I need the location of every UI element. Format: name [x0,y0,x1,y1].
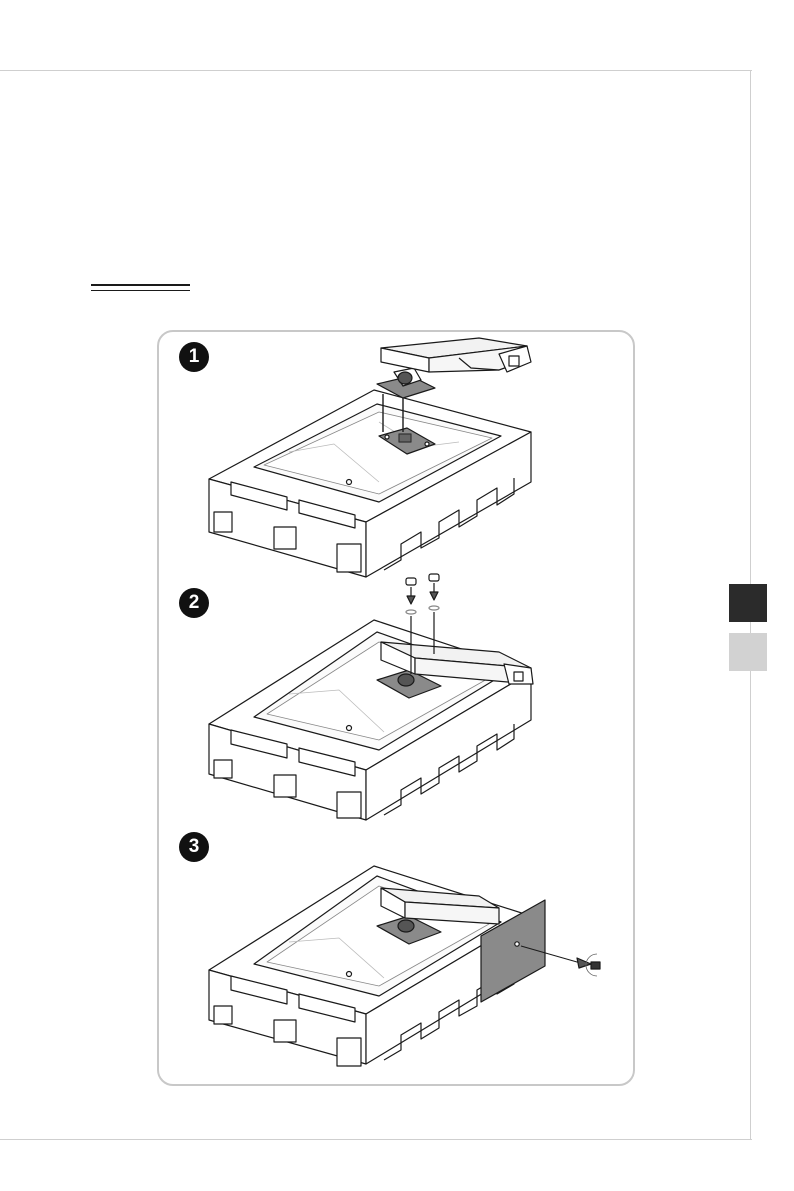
section-heading-underline [91,284,190,286]
step-2-illustration [159,572,637,822]
step-3-illustration [159,852,637,1088]
chapter-tab-active[interactable] [729,584,767,622]
assembly-illustration-panel: 1 [157,330,635,1086]
page-frame-bottom [0,1139,752,1140]
chapter-tab-inactive[interactable] [729,633,767,671]
section-heading-underline-thin [91,290,190,291]
step-1-illustration [159,332,637,582]
page-frame-top [0,70,752,71]
